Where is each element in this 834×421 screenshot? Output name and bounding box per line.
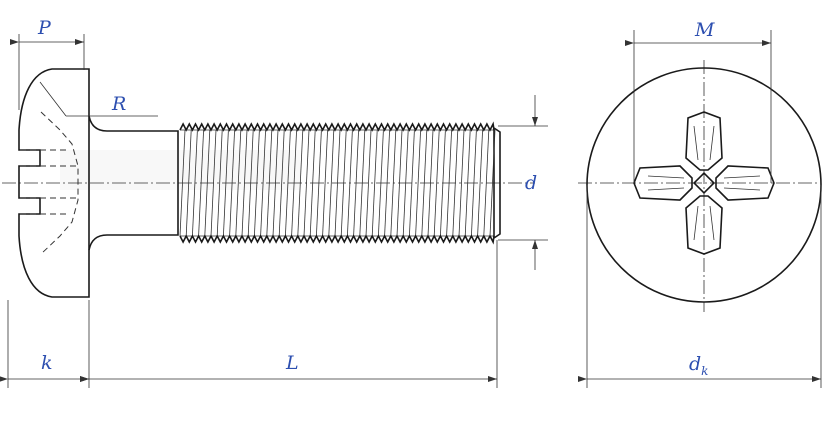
label-dk: dk <box>689 353 708 378</box>
thread-body <box>179 121 501 245</box>
end-view <box>578 60 822 312</box>
label-dk-sub: k <box>701 364 708 378</box>
screw-head-outline <box>18 68 90 298</box>
label-k: k <box>41 352 53 374</box>
label-d: d <box>525 172 537 194</box>
dimension-m <box>625 30 772 183</box>
phillips-recess <box>633 111 775 255</box>
dimension-p <box>10 34 85 110</box>
dimension-k-l <box>0 240 498 388</box>
shank-outline <box>88 115 179 251</box>
label-m: M <box>694 19 715 41</box>
side-view <box>2 68 535 298</box>
dimension-d <box>498 95 548 270</box>
label-r: R <box>111 93 126 115</box>
label-p: P <box>37 17 52 39</box>
radius-leader <box>39 81 158 117</box>
label-l: L <box>285 352 299 374</box>
head-recess-hidden-lines <box>20 111 79 255</box>
dimension-dk <box>578 185 822 388</box>
label-dk-main: d <box>689 353 701 375</box>
